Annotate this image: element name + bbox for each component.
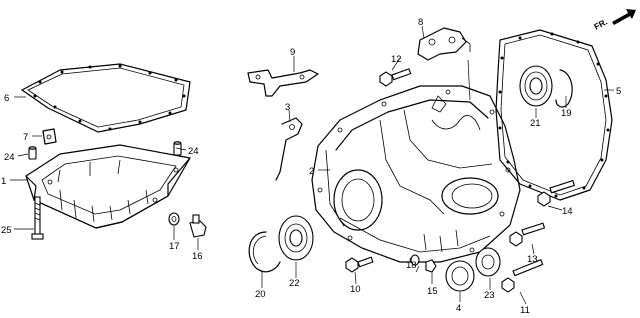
- callout-24-right: 24: [188, 146, 199, 157]
- callout-16: 16: [192, 251, 203, 262]
- part-9-bracket: [247, 69, 319, 97]
- callout-18: 18: [406, 260, 417, 271]
- part-3-stay: [275, 117, 303, 181]
- part-8-bracket: [417, 27, 471, 61]
- callout-5: 5: [616, 86, 621, 97]
- part-4-oil-seal: [445, 260, 475, 292]
- part-22-bearing: [278, 215, 314, 261]
- leader-lines: [10, 25, 614, 305]
- callout-2: 2: [309, 166, 314, 177]
- part-24-dowel-left: [28, 146, 37, 160]
- callout-13: 13: [527, 254, 538, 265]
- callout-11: 11: [520, 305, 530, 316]
- front-direction-indicator: FR.: [592, 9, 636, 32]
- callout-22: 22: [289, 278, 300, 289]
- callout-7: 7: [23, 132, 28, 143]
- callout-4: 4: [456, 303, 461, 314]
- part-17-washer: [168, 212, 180, 226]
- callout-6: 6: [4, 93, 9, 104]
- part-5-case-gasket: [495, 29, 613, 201]
- part-21-bearing: [519, 65, 553, 107]
- callout-19: 19: [561, 108, 572, 119]
- front-label: FR.: [592, 17, 609, 32]
- callout-10: 10: [350, 284, 361, 295]
- callout-24-left: 24: [4, 152, 15, 163]
- part-13-bolt: [509, 222, 546, 247]
- part-1-oil-pan: [25, 144, 191, 229]
- callout-9: 9: [290, 47, 295, 58]
- part-25-pan-bolt: [31, 196, 44, 240]
- callout-21: 21: [530, 118, 541, 129]
- callout-20: 20: [255, 289, 266, 300]
- callout-25: 25: [1, 225, 12, 236]
- callout-3: 3: [285, 102, 290, 113]
- callout-17: 17: [169, 241, 180, 252]
- callout-12: 12: [391, 54, 402, 65]
- part-7-baffle: [42, 128, 57, 145]
- callout-14: 14: [562, 206, 573, 217]
- part-10-bolt: [345, 256, 374, 273]
- part-20-snap-ring: [248, 231, 281, 273]
- part-11-bolt: [501, 259, 544, 293]
- part-6-pan-gasket: [21, 63, 191, 133]
- callout-8: 8: [418, 17, 423, 28]
- part-23-bearing: [475, 247, 501, 277]
- part-15-plug: [425, 259, 437, 273]
- callout-15: 15: [427, 286, 438, 297]
- part-16-drain-bolt: [189, 214, 207, 238]
- front-arrow-icon: [612, 9, 636, 25]
- part-14-bolt: [537, 179, 576, 207]
- callout-labels: 6 1 7 24 24 25 17 16 9 3 2 12 8 5 19 21 …: [1, 17, 621, 316]
- part-12-bolt: [379, 68, 412, 87]
- part-2-transmission-case: [311, 85, 521, 263]
- part-18-washer: [410, 254, 420, 266]
- part-19-snap-ring: [555, 69, 573, 108]
- callout-1: 1: [1, 176, 6, 187]
- callout-23: 23: [484, 290, 495, 301]
